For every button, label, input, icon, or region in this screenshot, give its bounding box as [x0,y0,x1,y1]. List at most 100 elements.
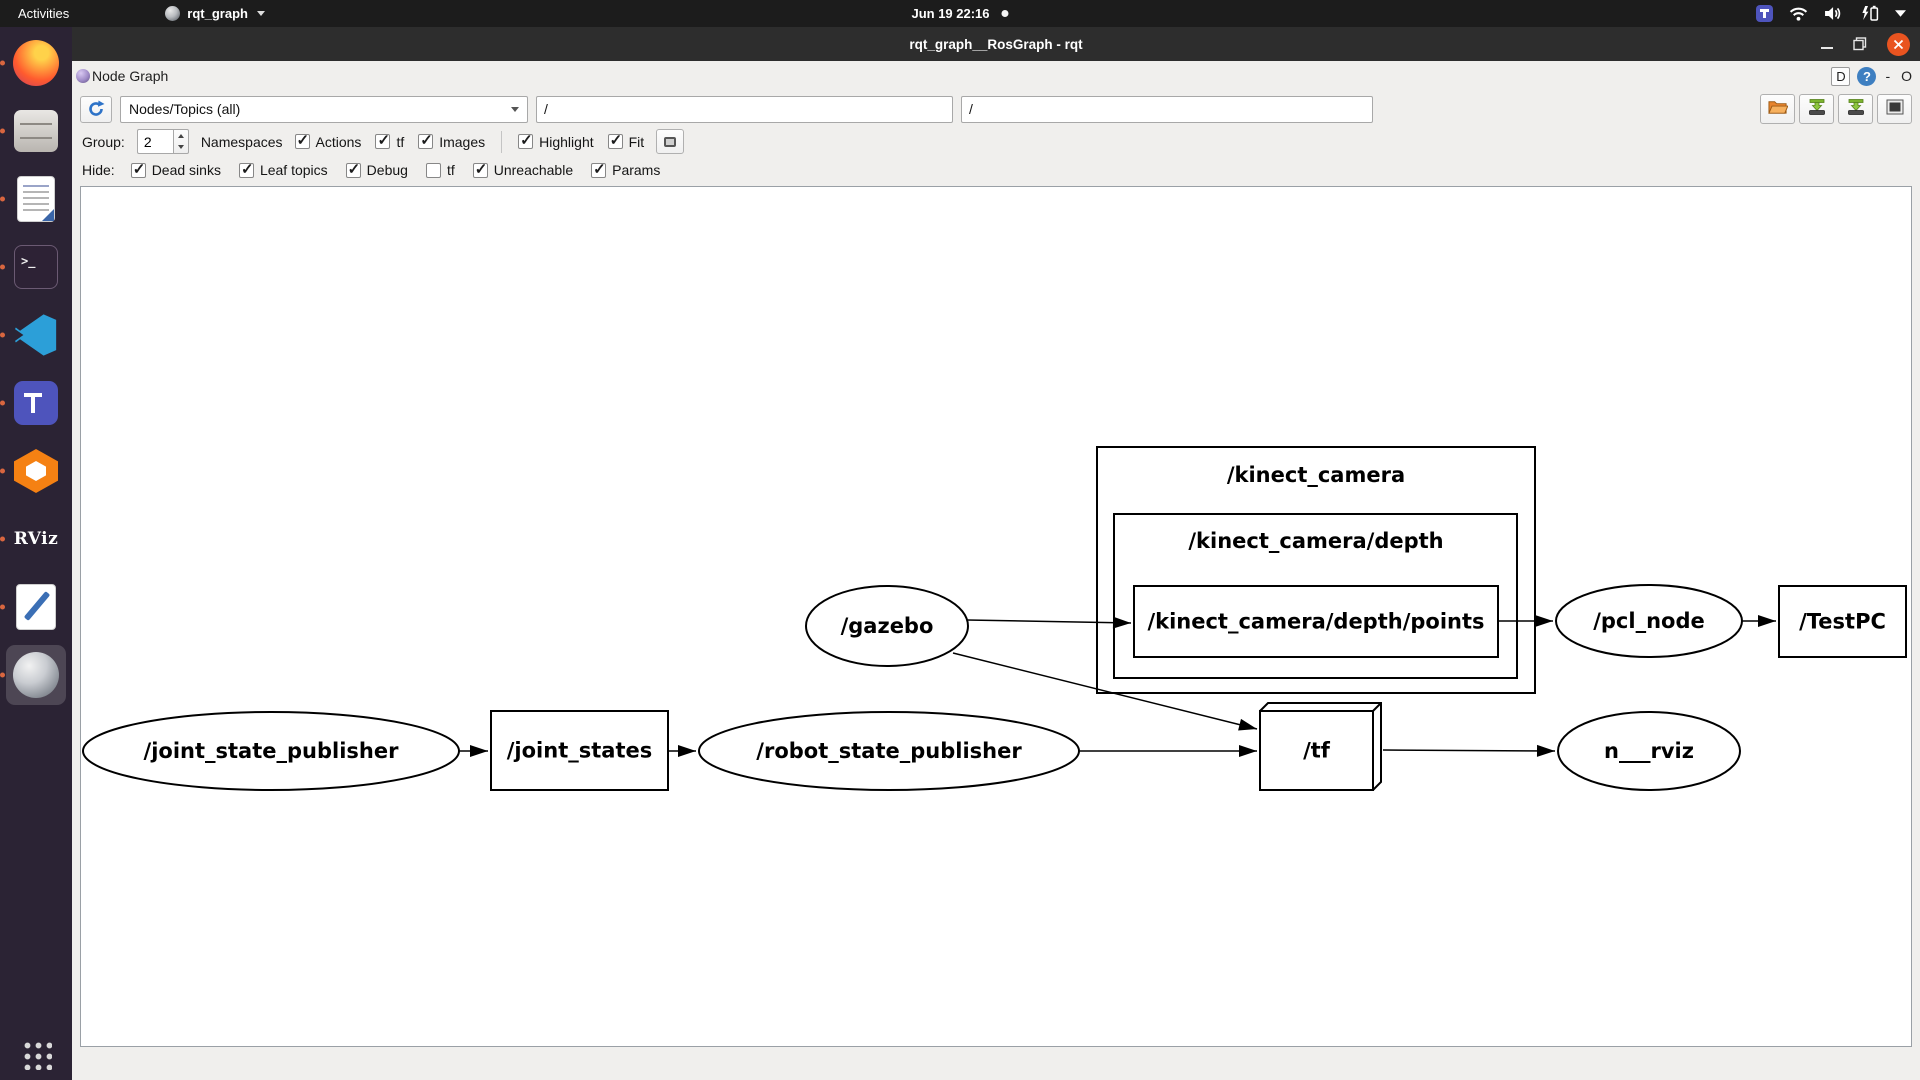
checkbox-leaf-topics[interactable]: Leaf topics [238,160,328,178]
checkbox-actions[interactable]: Actions [294,131,362,150]
save-svg-button[interactable] [1838,94,1873,124]
graph-node-rviz[interactable]: n___rviz [1557,711,1741,791]
checked-box-icon[interactable] [591,160,607,178]
checked-box-icon[interactable] [130,160,146,178]
refresh-button[interactable] [80,95,112,123]
apps-grid-icon[interactable] [20,1038,52,1070]
running-dot-icon [0,60,5,66]
svg-text:/TestPC: /TestPC [1799,610,1886,634]
checkbox-label: Actions [315,133,362,150]
notification-dot-icon [1001,10,1009,17]
group-label: Group: [82,133,125,150]
graph-node-pcl_node[interactable]: /pcl_node [1555,584,1743,658]
system-tray[interactable] [1756,5,1920,22]
libreoffice-writer-icon [17,176,55,222]
caret-down-icon [256,11,265,16]
checked-box-icon[interactable] [238,160,254,178]
close-icon[interactable] [1887,32,1910,56]
checkbox-dead-sinks[interactable]: Dead sinks [130,160,221,178]
graph-node-robot_state_publisher[interactable]: /robot_state_publisher [698,711,1080,791]
rqt-app-icon [165,6,181,21]
checkbox-tf[interactable]: tf [375,131,404,150]
fit-in-view-button[interactable] [656,129,685,154]
gazebo-icon [14,449,58,493]
dock-item-terminal[interactable] [0,237,66,297]
checkbox-label: Params [612,162,661,178]
dock-item-draw[interactable] [0,577,66,637]
checked-box-icon[interactable] [518,131,534,149]
graph-node-tf[interactable]: /tf [1259,702,1382,791]
checkbox-highlight[interactable]: Highlight [518,131,594,150]
dock-item-files[interactable] [0,101,66,161]
checked-box-icon[interactable] [418,131,434,149]
edge-gazebo-to-kinect_camera_depth_points [966,616,1132,629]
checkbox-debug[interactable]: Debug [345,160,408,178]
toolbar-file-buttons [1760,94,1912,124]
help-icon[interactable]: ? [1857,66,1877,86]
group-value-input[interactable] [136,129,173,154]
graph-toolbar: Nodes/Topics (all) [72,91,1920,127]
hide-checks: Dead sinks Leaf topics Debug tf Unreachable P… [130,160,661,178]
save-image-button[interactable] [1877,94,1912,124]
svg-text:/joint_states: /joint_states [507,739,652,763]
activities-button[interactable]: Activities [18,6,70,21]
spin-down-icon[interactable] [174,142,188,154]
dock: RViz [0,27,72,1080]
graph-node-gazebo[interactable]: /gazebo [805,585,969,667]
dock-item-vscode[interactable] [0,305,66,365]
running-dot-icon [0,264,5,270]
graph-node-joint_state_publisher[interactable]: /joint_state_publisher [82,711,460,791]
save-image-icon [1886,99,1904,120]
checkbox-unreachable[interactable]: Unreachable [472,160,574,178]
spin-up-icon[interactable] [174,130,188,142]
graph-node-joint_states[interactable]: /joint_states [490,710,669,791]
dock-widget-button[interactable]: D [1831,66,1851,86]
clock-button[interactable]: Jun 19 22:16 [911,6,1009,21]
running-dot-icon [0,536,5,542]
checkbox-label: Unreachable [493,162,574,178]
window-titlebar[interactable]: rqt_graph__RosGraph - rqt [72,27,1920,61]
checked-box-icon[interactable] [472,160,488,178]
graph-canvas[interactable]: /kinect_camera/kinect_camera/depth/joint… [80,186,1912,1047]
checked-box-icon[interactable] [294,131,310,149]
graph-type-select[interactable]: Nodes/Topics (all) [120,95,528,123]
dock-item-firefox[interactable] [0,33,66,93]
checkbox-label: Images [439,133,486,150]
checkbox-tf[interactable]: tf [425,162,455,178]
open-button[interactable] [1760,94,1795,124]
files-icon [14,110,58,152]
graph-node-kinect_camera_depth_points[interactable]: /kinect_camera/depth/points [1133,585,1499,658]
unchecked-box-icon[interactable] [425,162,441,178]
graph-node-TestPC[interactable]: /TestPC [1778,585,1907,658]
plugin-close-button[interactable]: O [1901,68,1912,84]
app-menu[interactable]: rqt_graph [165,6,265,21]
checkbox-params[interactable]: Params [591,160,661,178]
clock-label: Jun 19 22:16 [911,6,990,21]
edge-tf-to-rviz [1382,744,1556,757]
checkbox-images[interactable]: Images [418,131,486,150]
svg-text:/pcl_node: /pcl_node [1593,609,1705,633]
checked-box-icon[interactable] [375,131,391,149]
checkbox-label: Fit [628,133,645,150]
save-dot-icon [1807,98,1827,120]
topic-filter-input[interactable] [961,95,1373,123]
group-spinbox[interactable] [136,129,189,154]
dock-item-rqt[interactable] [0,645,66,705]
node-graph-svg[interactable]: /kinect_camera/kinect_camera/depth/joint… [81,187,1911,1046]
dock-item-gazebo[interactable] [0,441,66,501]
plugin-minimize-button[interactable]: - [1885,68,1891,84]
running-dot-icon [0,672,5,678]
checked-box-icon[interactable] [607,131,623,149]
checked-box-icon[interactable] [345,160,361,178]
dock-item-teams[interactable] [0,373,66,433]
running-dot-icon [0,128,5,134]
minimize-icon[interactable] [1821,47,1833,49]
node-filter-input[interactable] [536,95,953,123]
dock-item-rviz[interactable]: RViz [0,509,66,569]
maximize-icon[interactable] [1853,37,1867,51]
open-folder-icon [1767,99,1789,120]
svg-text:/kinect_camera/depth/points: /kinect_camera/depth/points [1147,610,1484,634]
checkbox-fit[interactable]: Fit [607,131,645,150]
save-dot-button[interactable] [1799,94,1834,124]
dock-item-writer[interactable] [0,169,66,229]
